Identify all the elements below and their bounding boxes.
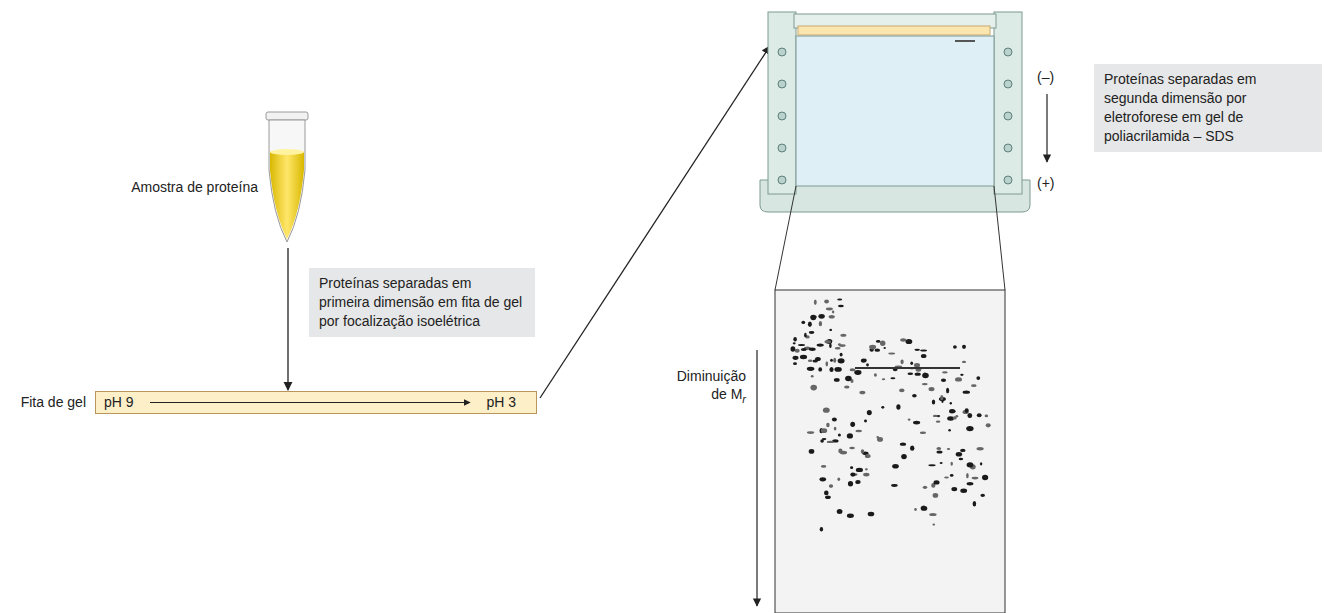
zoom-line <box>994 186 1005 290</box>
gel-strip: Fita de gelpH 9pH 3 <box>95 391 537 414</box>
polarity-label: (–) <box>1037 68 1054 86</box>
strip-heading: Fita de gel <box>21 393 86 412</box>
mr-arrow <box>756 350 757 606</box>
note-text: Proteínas separadas em primeira dimensão… <box>319 274 525 331</box>
subscript: r <box>742 393 746 405</box>
current-arrow <box>1046 94 1047 162</box>
ph-arrow <box>95 391 537 414</box>
polarity-label: (+) <box>1037 174 1055 192</box>
axis-text: Diminuição de M <box>677 368 746 402</box>
gel-image <box>775 290 1005 613</box>
ph-value: pH 3 <box>486 393 516 412</box>
zoom-line <box>775 186 796 290</box>
tube-label: Amostra de proteína <box>131 178 258 197</box>
note-box: Proteínas separadas em segunda dimensão … <box>1094 64 1322 152</box>
note-text: Proteínas separadas em segunda dimensão … <box>1104 70 1312 146</box>
axis-label: Diminuição de Mr <box>662 367 746 408</box>
protein-spots <box>791 299 991 532</box>
transfer-arrow <box>540 46 770 398</box>
ph-value: pH 9 <box>104 393 134 412</box>
electrophoresis-apparatus <box>760 12 1030 212</box>
sample-tube <box>266 112 308 242</box>
flow-arrow <box>287 248 288 390</box>
note-box: Proteínas separadas em primeira dimensão… <box>309 268 535 337</box>
sample-tube-node: Amostra de proteína <box>266 110 310 244</box>
